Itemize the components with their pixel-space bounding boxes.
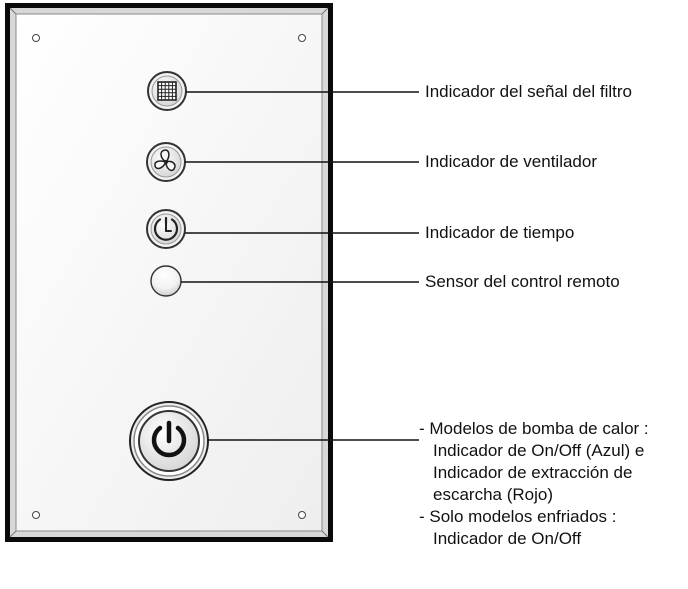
- callout-fan-label: Indicador de ventilador: [425, 152, 598, 171]
- heat-pump-line-3: escarcha (Rojo): [433, 485, 553, 504]
- cooling-line-1: Indicador de On/Off: [433, 529, 582, 548]
- screw-bottom-right: [298, 511, 306, 519]
- callout-timer-label: Indicador de tiempo: [425, 223, 575, 242]
- filter-grid-icon: [147, 71, 187, 111]
- callout-leaders: [181, 91, 419, 441]
- heat-pump-title: - Modelos de bomba de calor :: [419, 419, 649, 438]
- power-notes: - Modelos de bomba de calor : Indicador …: [419, 418, 649, 550]
- heat-pump-line-1: Indicador de On/Off (Azul) e: [433, 441, 645, 460]
- callout-filter-label: Indicador del señal del filtro: [425, 82, 632, 101]
- heat-pump-line-2: Indicador de extracción de: [433, 463, 633, 482]
- screw-bottom-left: [32, 511, 40, 519]
- power-icon: [129, 401, 209, 481]
- screw-top-right: [298, 34, 306, 42]
- timer-icon: [146, 209, 186, 249]
- sensor-icon: [150, 265, 182, 297]
- fan-icon: [146, 142, 186, 182]
- callout-sensor-label: Sensor del control remoto: [425, 272, 620, 291]
- cooling-title: - Solo modelos enfriados :: [419, 507, 617, 526]
- screw-top-left: [32, 34, 40, 42]
